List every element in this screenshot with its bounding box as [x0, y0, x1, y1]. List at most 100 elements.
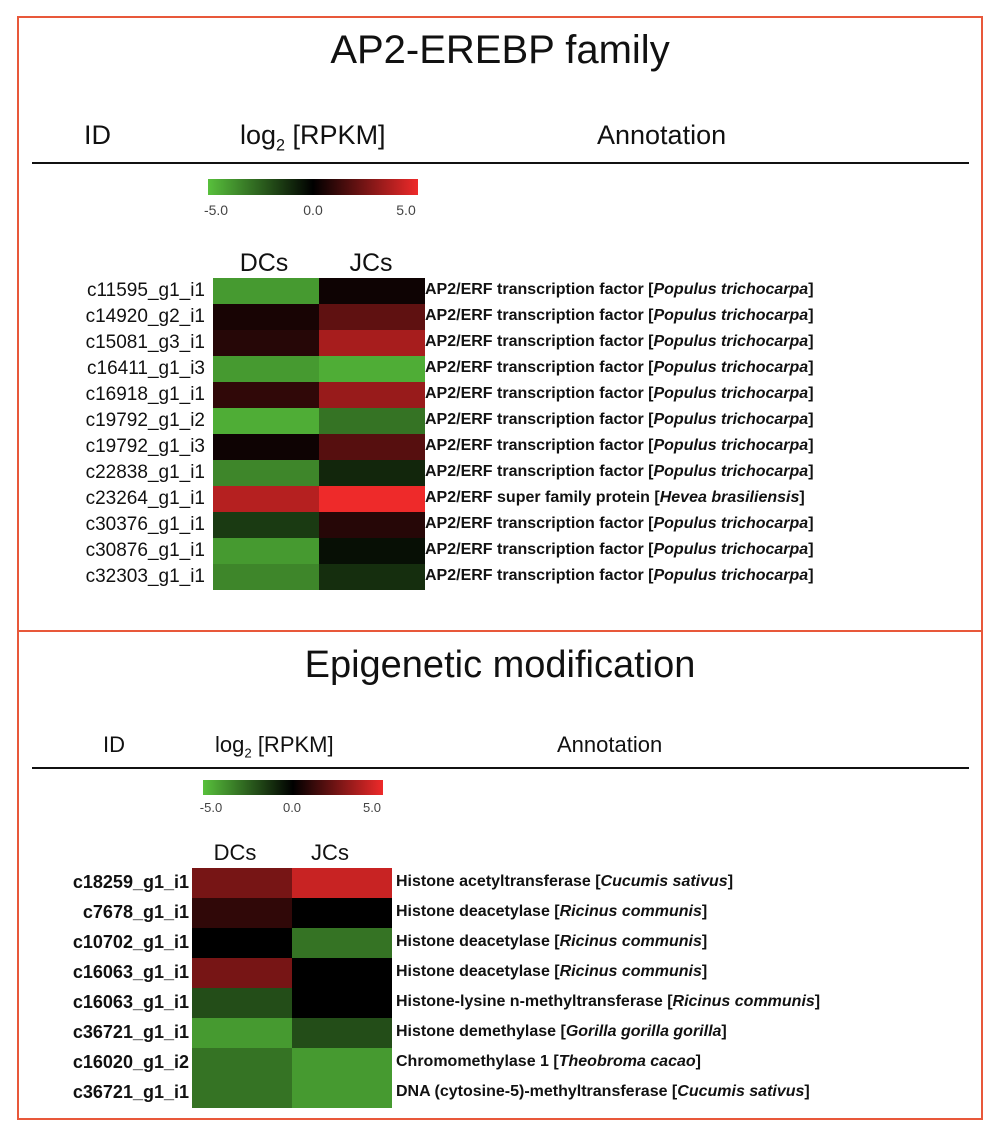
color-scale-tick-mid: 0.0	[282, 800, 302, 815]
annotation-close: ]	[808, 437, 814, 454]
heatmap-cell	[319, 538, 425, 564]
annotation-species: Theobroma cacao	[558, 1053, 696, 1070]
row-annotation: Histone deacetylase [Ricinus communis]	[396, 963, 707, 981]
heatmap-cell	[319, 382, 425, 408]
heatmap-cell	[292, 898, 392, 928]
heatmap-cell	[213, 538, 319, 564]
annotation-species: Populus trichocarpa	[653, 515, 809, 532]
annotation-text: AP2/ERF transcription factor [	[425, 411, 654, 428]
heatmap-cell	[319, 564, 425, 590]
row-id: c16020_g1_i2	[72, 1052, 189, 1072]
annotation-text: AP2/ERF transcription factor [	[425, 515, 654, 532]
annotation-close: ]	[695, 1053, 701, 1070]
annotation-close: ]	[701, 933, 708, 950]
annotation-close: ]	[727, 873, 734, 890]
row-annotation: Histone deacetylase [Ricinus communis]	[396, 933, 707, 951]
heatmap-cell	[192, 928, 292, 958]
color-scale-tick-max: 5.0	[362, 800, 382, 815]
annotation-close: ]	[808, 463, 814, 480]
heatmap-cell	[319, 278, 425, 304]
row-annotation: AP2/ERF transcription factor [Populus tr…	[425, 567, 814, 585]
heatmap-cell	[213, 564, 319, 590]
panel-title: Epigenetic modification	[304, 644, 696, 686]
row-id: c19792_g1_i3	[85, 435, 205, 457]
heatmap-cell	[319, 356, 425, 382]
row-id: c16411_g1_i3	[87, 357, 205, 379]
annotation-text: AP2/ERF super family protein [	[425, 489, 660, 506]
annotation-species: Gorilla gorilla gorilla	[565, 1023, 722, 1040]
row-annotation: Histone demethylase [Gorilla gorilla gor…	[396, 1023, 727, 1041]
header-annotation: Annotation	[557, 732, 663, 757]
annotation-close: ]	[701, 963, 708, 980]
heatmap-cell	[213, 460, 319, 486]
heatmap-cell	[319, 408, 425, 434]
heatmap-cell	[292, 988, 392, 1018]
row-id: c36721_g1_i1	[72, 1022, 189, 1042]
annotation-close: ]	[701, 903, 708, 920]
column-label-dcs: DCs	[239, 249, 289, 277]
row-annotation: Histone acetyltransferase [Cucumis sativ…	[396, 873, 733, 891]
annotation-species: Populus trichocarpa	[653, 411, 809, 428]
annotation-text: Histone deacetylase [	[396, 963, 560, 980]
annotation-text: Histone-lysine n-methyltransferase [	[396, 993, 673, 1010]
heatmap-cell	[292, 928, 392, 958]
annotation-species: Cucumis sativus	[600, 873, 728, 890]
annotation-text: Histone deacetylase [	[396, 933, 560, 950]
annotation-species: Populus trichocarpa	[653, 567, 809, 584]
heatmap-cell	[213, 434, 319, 460]
annotation-species: Populus trichocarpa	[653, 463, 809, 480]
annotation-close: ]	[814, 993, 821, 1010]
row-annotation: AP2/ERF super family protein [Hevea bras…	[425, 489, 805, 507]
column-label-jcs: JCs	[349, 249, 393, 277]
row-annotation: AP2/ERF transcription factor [Populus tr…	[425, 541, 814, 559]
annotation-close: ]	[808, 411, 814, 428]
row-id: c10702_g1_i1	[72, 932, 189, 952]
row-id: c32303_g1_i1	[85, 565, 205, 587]
heatmap-cell	[319, 486, 425, 512]
row-id: c30876_g1_i1	[85, 539, 205, 561]
annotation-close: ]	[808, 281, 814, 298]
heatmap-cell	[292, 868, 392, 898]
column-label-jcs: JCs	[311, 840, 349, 865]
annotation-text: AP2/ERF transcription factor [	[425, 463, 654, 480]
annotation-close: ]	[804, 1083, 810, 1100]
heatmap-cell	[192, 1018, 292, 1048]
header-rule	[32, 767, 969, 769]
annotation-close: ]	[808, 385, 814, 402]
heatmap-cell	[213, 486, 319, 512]
heatmap-cell	[213, 382, 319, 408]
heatmap-cell	[213, 408, 319, 434]
annotation-close: ]	[808, 515, 814, 532]
heatmap-cell	[319, 460, 425, 486]
heatmap-cell	[192, 868, 292, 898]
heatmap-cell	[319, 304, 425, 330]
row-annotation: Chromomethylase 1 [Theobroma cacao]	[396, 1053, 701, 1071]
row-id: c22838_g1_i1	[85, 461, 205, 483]
row-id: c30376_g1_i1	[85, 513, 205, 535]
row-id: c16063_g1_i1	[72, 962, 189, 982]
row-id: c36721_g1_i1	[72, 1082, 189, 1102]
annotation-close: ]	[808, 359, 814, 376]
color-scale-tick-max: 5.0	[396, 202, 416, 218]
row-annotation: AP2/ERF transcription factor [Populus tr…	[425, 359, 814, 377]
annotation-species: Cucumis sativus	[677, 1083, 805, 1100]
header-scale-sub: 2	[276, 136, 286, 155]
annotation-text: Histone demethylase [	[396, 1023, 566, 1040]
heatmap-cell	[192, 898, 292, 928]
header-rule	[32, 162, 969, 164]
row-annotation: AP2/ERF transcription factor [Populus tr…	[425, 333, 814, 351]
header-scale-sub: 2	[244, 745, 252, 761]
heatmap-cell	[192, 1048, 292, 1078]
color-scale-bar	[208, 179, 418, 195]
row-id: c18259_g1_i1	[72, 872, 189, 892]
annotation-text: Chromomethylase 1 [	[396, 1053, 559, 1070]
row-annotation: AP2/ERF transcription factor [Populus tr…	[425, 411, 814, 429]
row-id: c16918_g1_i1	[85, 383, 205, 405]
heatmap-cell	[319, 512, 425, 538]
header-scale-rest: [RPKM]	[251, 732, 334, 757]
header-scale: log2 [RPKM]	[240, 120, 386, 155]
row-id: c11595_g1_i1	[87, 279, 205, 301]
row-annotation: AP2/ERF transcription factor [Populus tr…	[425, 307, 814, 325]
header-scale-rest: [RPKM]	[285, 120, 386, 150]
heatmap-cell	[292, 1078, 392, 1108]
